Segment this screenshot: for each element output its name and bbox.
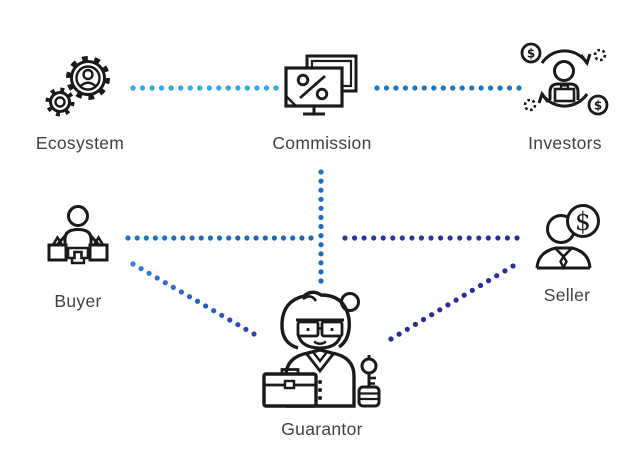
node-buyer: Buyer xyxy=(3,202,153,312)
node-label-guarantor: Guarantor xyxy=(281,419,363,439)
businessman-dollar-icon: $ xyxy=(528,202,606,274)
node-commission: Commission xyxy=(247,50,397,154)
node-ecosystem: Ecosystem xyxy=(5,50,155,154)
node-guarantor: Guarantor xyxy=(247,288,397,440)
svg-text:$: $ xyxy=(594,99,602,113)
woman-key-chest-icon xyxy=(258,288,386,410)
shopper-bags-icon xyxy=(46,202,110,280)
node-label-commission: Commission xyxy=(272,133,372,153)
node-label-seller: Seller xyxy=(543,285,591,305)
svg-text:$: $ xyxy=(575,207,591,236)
svg-text:$: $ xyxy=(527,47,535,61)
node-label-investors: Investors xyxy=(528,133,602,153)
node-seller: $ Seller xyxy=(492,202,640,306)
screen-percent-icon xyxy=(283,50,361,120)
connection-commission-hub xyxy=(318,169,324,284)
node-label-buyer: Buyer xyxy=(54,291,102,311)
node-investors: $ $ Investors xyxy=(490,42,640,154)
node-label-ecosystem: Ecosystem xyxy=(35,133,125,153)
gears-user-icon xyxy=(45,50,115,120)
user-cycle-dollar-icon: $ $ xyxy=(518,42,612,120)
connection-buyer-hub xyxy=(125,235,314,241)
